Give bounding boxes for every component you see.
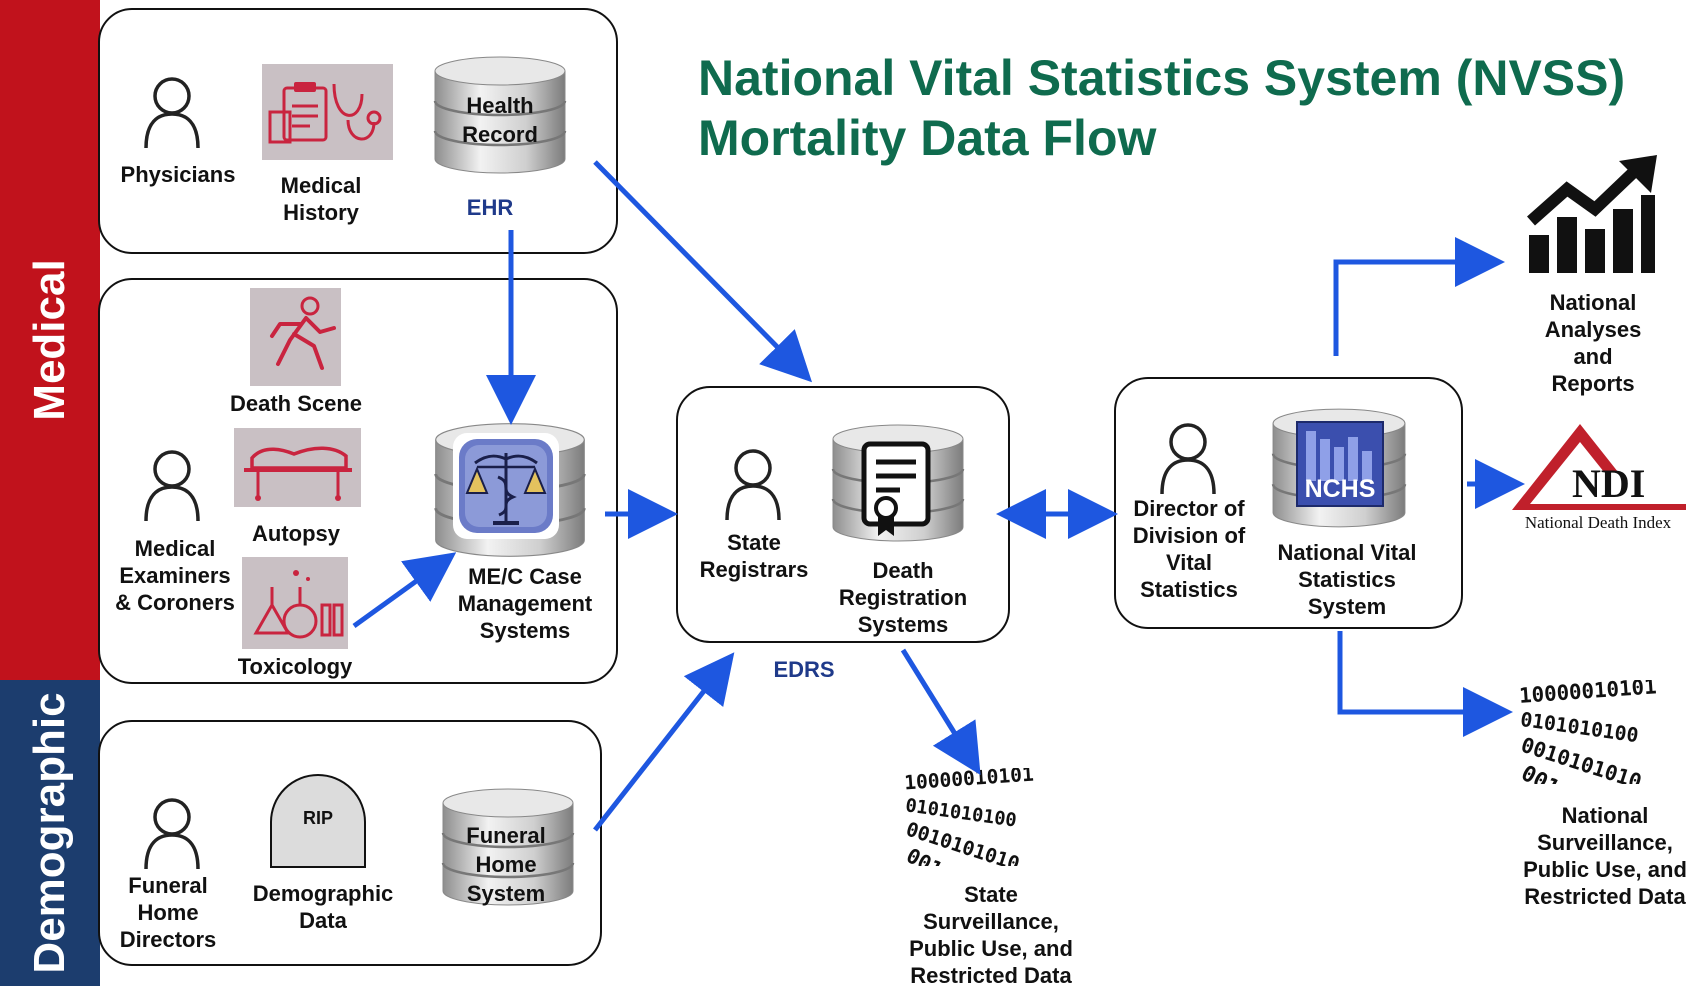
funeral-db-line1: Funeral <box>466 823 546 848</box>
arrow-edrs-to-state-data <box>900 648 981 775</box>
death-registration-label: Death Registration Systems <box>838 558 968 637</box>
arrow-toxicology-to-case-management <box>352 552 457 629</box>
case-management-label: ME/C Case Management Systems <box>457 564 593 643</box>
funeral-home-directors-label: Funeral Home Directors <box>119 873 217 952</box>
national-analyses-label: National Analyses and Reports <box>1544 290 1642 396</box>
toxicology-label: Toxicology <box>237 654 353 679</box>
nchs-logo-text: NCHS <box>1304 475 1376 503</box>
autopsy-label: Autopsy <box>252 521 340 546</box>
rip-text: RIP <box>302 808 333 828</box>
death-scene-running-figure-icon <box>250 288 341 386</box>
medical-history-label: Medical History <box>280 173 362 225</box>
rip-tombstone-icon: RIP <box>270 774 366 868</box>
ndi-caption: National Death Index <box>1524 513 1672 532</box>
health-record-db-line1: Health <box>466 93 534 118</box>
physicians-label: Physicians <box>120 162 236 187</box>
ehr-label: EHR <box>466 195 514 220</box>
ndi-logo: NDI National Death Index <box>1510 420 1686 532</box>
ndi-logo-text: NDI <box>1572 461 1646 506</box>
national-surveillance-label: National Surveillance, Public Use, and R… <box>1523 803 1687 909</box>
nvss-label: National Vital Statistics System <box>1277 540 1417 619</box>
funeral-db-line3: System <box>466 881 546 906</box>
state-registrars-label: State Registrars <box>699 530 809 582</box>
toxicology-flask-icon <box>242 557 348 649</box>
medical-examiners-label: Medical Examiners & Coroners <box>115 536 235 615</box>
medical-band: Medical <box>0 0 100 680</box>
state-surveillance-label: State Surveillance, Public Use, and Rest… <box>909 882 1073 988</box>
health-record-db-line2: Record <box>462 122 538 147</box>
clipboard-stethoscope-icon <box>262 64 393 160</box>
arrow-nchs-to-national-analyses <box>1333 237 1505 356</box>
demographic-data-label: Demographic Data <box>252 881 394 933</box>
title-line-1: National Vital Statistics System (NVSS) <box>698 50 1626 106</box>
funeral-db-line2: Home <box>475 852 537 877</box>
edrs-label: EDRS <box>773 657 835 682</box>
page-title: National Vital Statistics System (NVSS) … <box>698 48 1625 168</box>
director-label: Director of Division of Vital Statistics <box>1132 496 1246 602</box>
caduceus-scales-icon <box>453 433 559 539</box>
title-line-2: Mortality Data Flow <box>698 110 1157 166</box>
arrow-nchs-to-national-data <box>1337 631 1513 737</box>
nchs-logo: NCHS <box>1296 421 1384 507</box>
arrow-ehr-to-edrs <box>593 160 813 383</box>
trend-chart-icon <box>1527 155 1657 273</box>
death-scene-label: Death Scene <box>229 391 363 416</box>
arrow-funeral-to-edrs <box>593 652 735 832</box>
certificate-icon <box>861 441 931 536</box>
autopsy-table-icon <box>234 428 361 507</box>
demographic-band: Demographic <box>0 680 100 986</box>
